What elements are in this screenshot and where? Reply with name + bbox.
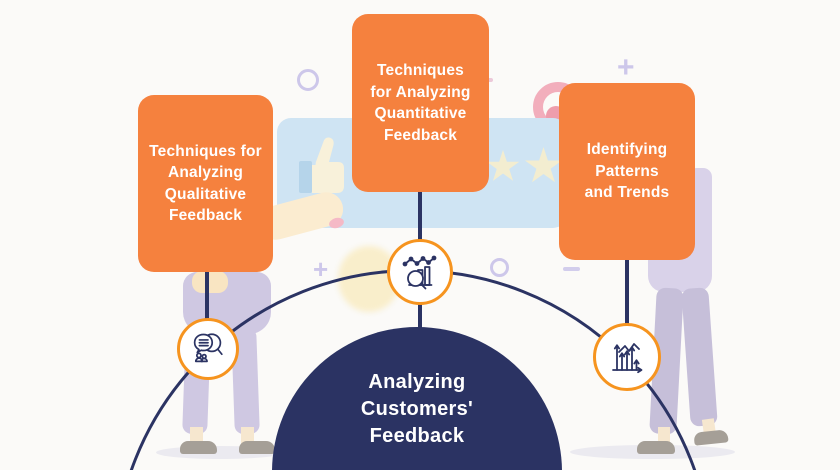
signboard-qualitative: Techniques for Analyzing Qualitative Fee… <box>138 95 273 272</box>
star-icon <box>524 146 563 183</box>
bar-chart-search-icon <box>402 255 437 290</box>
ring-decoration <box>297 69 319 91</box>
signboard-quantitative: Techniques for Analyzing Quantitative Fe… <box>352 14 489 192</box>
connector-line-right <box>625 255 629 329</box>
plus-decoration: + <box>617 51 635 84</box>
star-icon <box>486 149 520 181</box>
thumbs-up-icon <box>299 137 344 193</box>
connector-line-left <box>205 268 209 322</box>
node-circle-quantitative <box>387 239 453 305</box>
person-shoe <box>693 429 729 446</box>
dash-decoration <box>563 267 580 271</box>
signboard-patterns: Identifying Patterns and Trends <box>559 83 695 260</box>
plus-decoration: + <box>313 254 329 284</box>
node-circle-patterns <box>593 323 661 391</box>
chat-search-icon <box>193 333 223 363</box>
node-circle-qualitative <box>177 318 239 380</box>
ring-decoration <box>490 258 509 277</box>
person-hand <box>192 271 228 293</box>
hub-title: Analyzing Customers' Feedback <box>360 371 474 447</box>
trend-arrows-icon <box>612 343 643 374</box>
person-leg <box>681 287 718 427</box>
